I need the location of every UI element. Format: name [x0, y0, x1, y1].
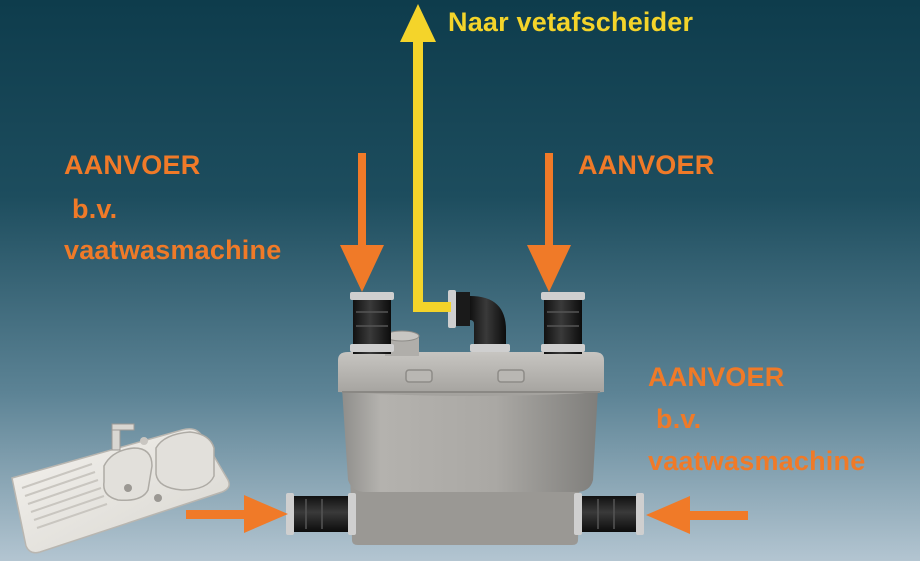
inlet-label-top-left-line1: AANVOER [64, 150, 201, 180]
kitchen-sink [11, 423, 230, 554]
outlet-elbow [448, 290, 510, 352]
pump-lid [338, 352, 604, 396]
inlet-label-right-line2: b.v. [656, 404, 702, 434]
inlet-arrow-bottom-right [646, 496, 748, 534]
inlet-label-right-line3: vaatwasmachine [648, 446, 866, 476]
outlet-arrow [400, 4, 451, 312]
outlet-label: Naar vetafscheider [448, 7, 694, 37]
sink-bowl-right [155, 431, 215, 491]
inlet-label-top-right-line1: AANVOER [578, 150, 715, 180]
sink-bowl-left [103, 447, 153, 502]
inlet-connector-top-left [350, 292, 394, 354]
inlet-connector-bottom-left [286, 493, 356, 535]
pump-body [342, 388, 598, 492]
pump-lid-clip-left [405, 369, 433, 383]
inlet-label-top-left-line3: vaatwasmachine [64, 235, 282, 265]
pump-unit [338, 330, 604, 545]
inlet-connector-bottom-right [574, 493, 644, 535]
pump-lid-clip-right [497, 369, 525, 383]
inlet-arrow-top-left [340, 153, 384, 292]
inlet-arrow-bottom-left [186, 495, 288, 533]
inlet-label-right-line1: AANVOER [648, 362, 785, 392]
inlet-label-top-left-line2: b.v. [72, 194, 118, 224]
inlet-arrow-top-right [527, 153, 571, 292]
inlet-connector-top-right [541, 292, 585, 354]
